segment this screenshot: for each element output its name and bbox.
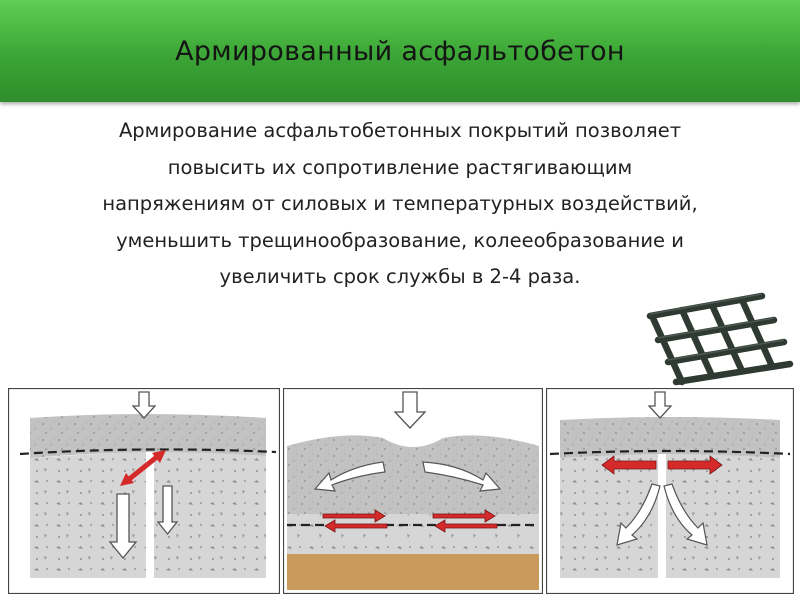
body-line: Армирование асфальтобетонных покрытий по… <box>118 119 682 142</box>
body-line: повысить их сопротивление растягивающим <box>167 155 633 179</box>
title-bar: Армированный асфальтобетон <box>0 0 800 102</box>
slide-title: Армированный асфальтобетон <box>175 35 625 67</box>
rutting-panel <box>283 388 543 594</box>
geogrid-image <box>644 290 794 388</box>
reinforced-crack-panel <box>546 388 794 594</box>
body-line: уменьшить трещинообразование, колееобраз… <box>116 228 684 252</box>
slide-body-text: Армирование асфальтобетонных покрытий по… <box>25 113 775 296</box>
crack-propagation-panel <box>8 388 280 594</box>
body-line: напряжениям от силовых и температурных в… <box>102 192 698 215</box>
body-line: увеличить срок службы в 2-4 раза. <box>219 265 581 288</box>
